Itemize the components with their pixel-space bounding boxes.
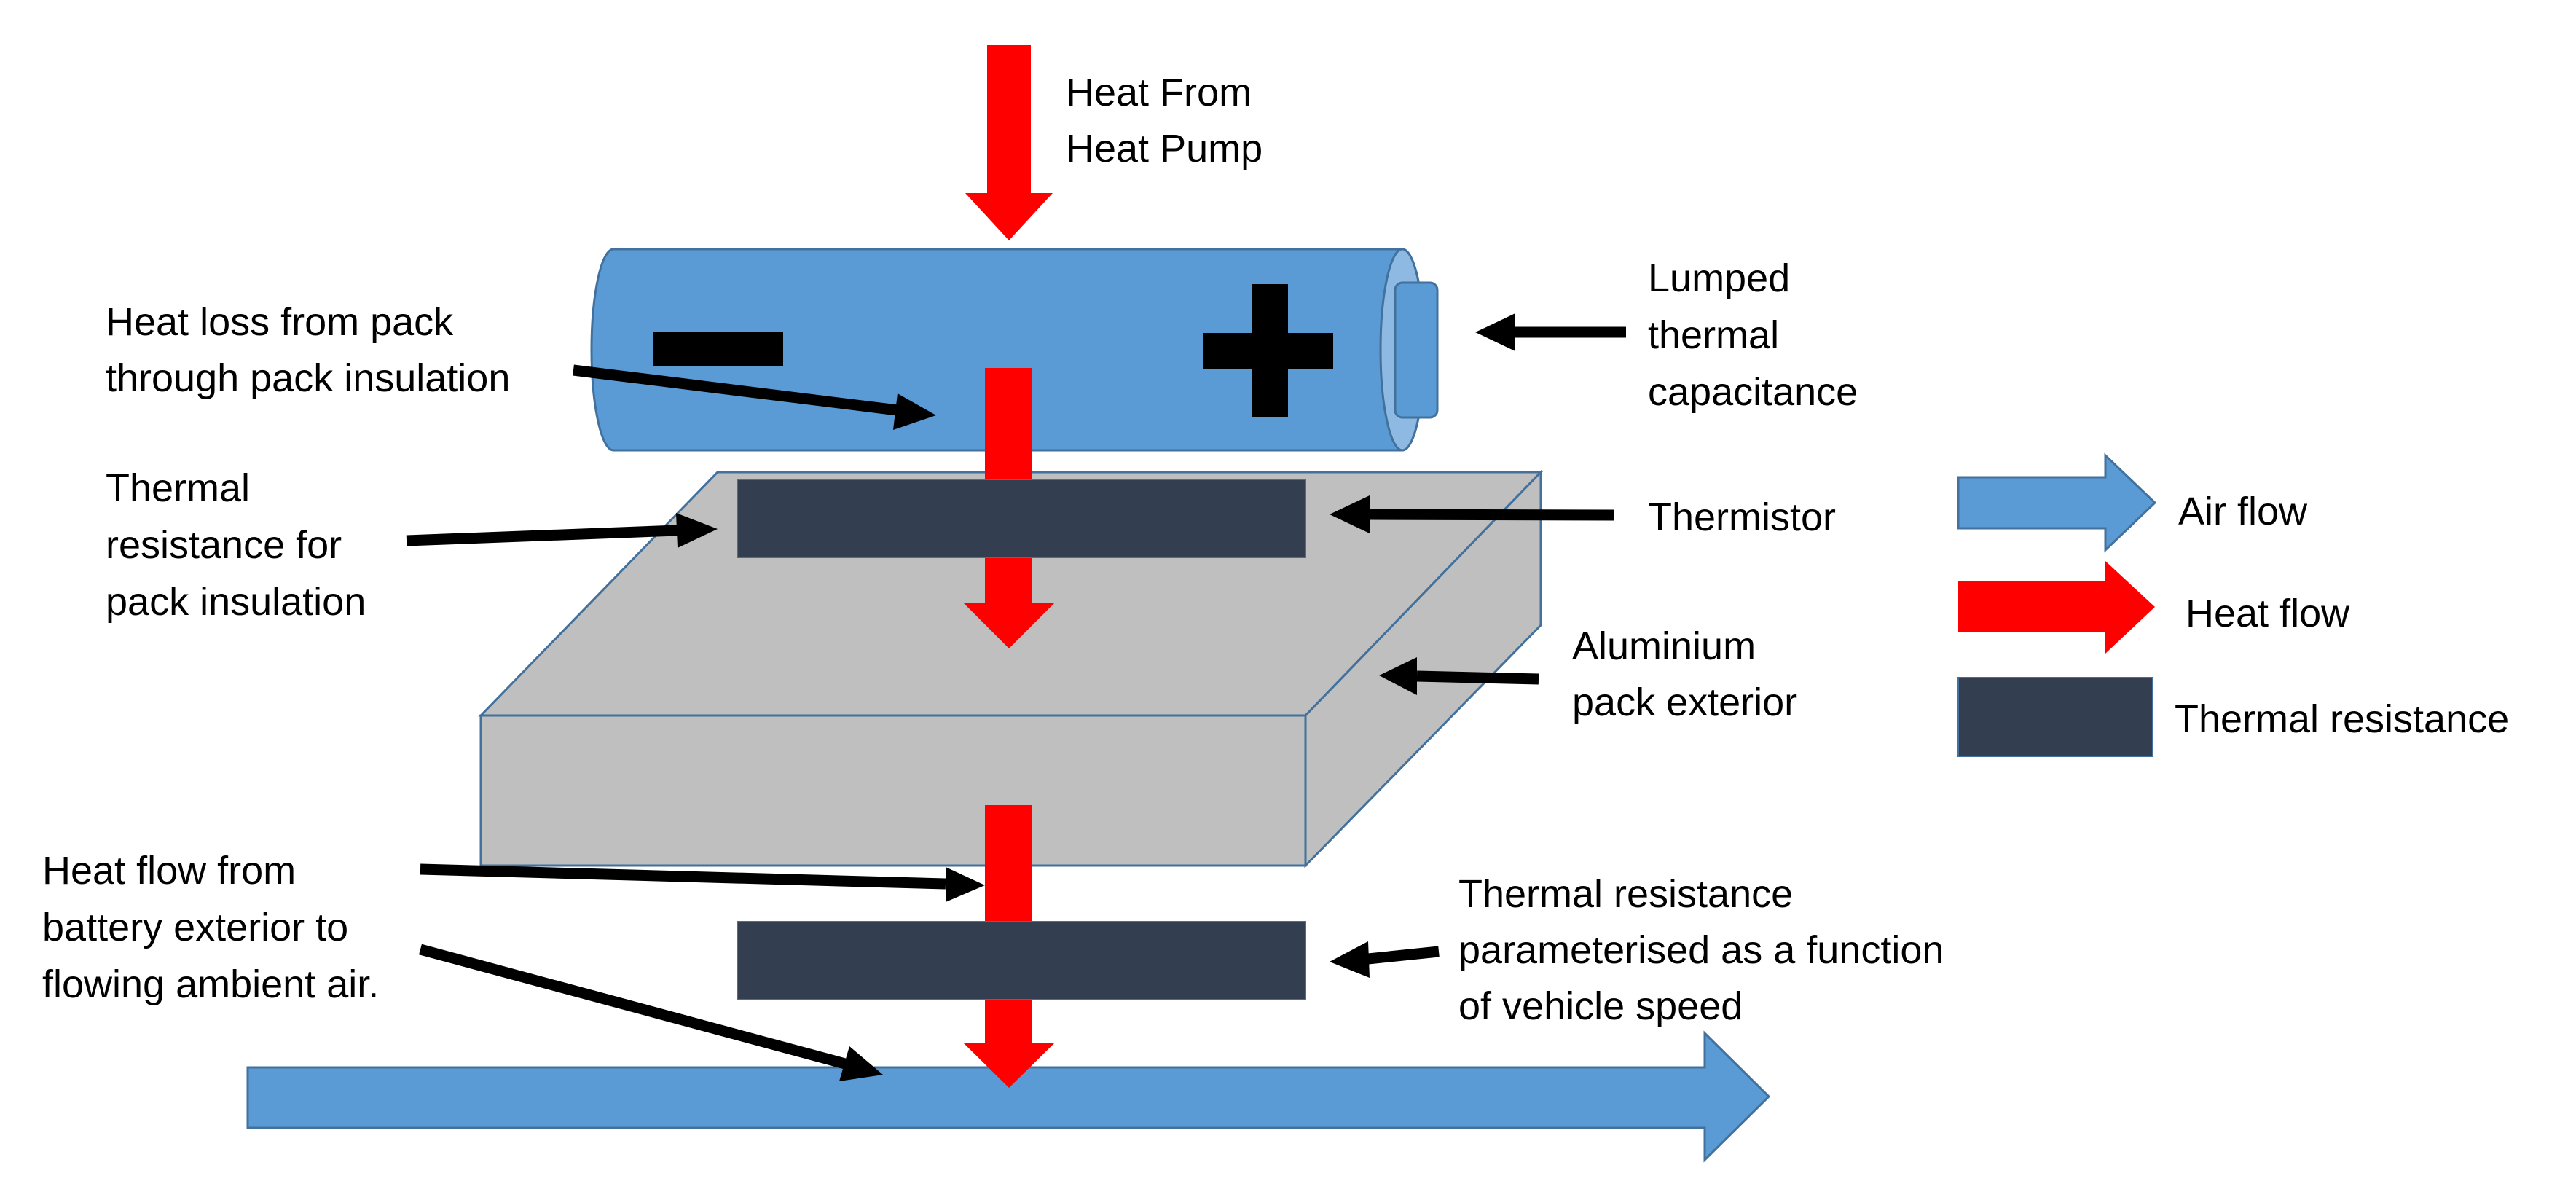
aluminium-label: Aluminium pack exterior [1572,624,1797,724]
legend-thermal-resistance-swatch [1957,677,2153,757]
pointer-arrows [406,313,1626,1081]
pointer-exterior-heat-lower [419,944,847,1070]
speed-resistance-line-1: Thermal resistance [1458,872,1793,916]
pointer-exterior-heat-upper [420,863,946,890]
legend-thermal-resistance-label: Thermal resistance [2175,697,2509,741]
heat-loss-label: Heat loss from pack through pack insulat… [106,300,510,400]
legend-air-flow-arrow [1957,452,2157,553]
pointer-aluminium [1416,670,1539,685]
speed-resistance-label: Thermal resistance parameterised as a fu… [1458,872,1955,1028]
speed-resistance-line-2: parameterised as a function [1458,928,1944,972]
pointer-heat-loss-head [893,393,936,430]
legend-heat-flow-arrow [1958,561,2155,654]
speed-resistance-line-3: of vehicle speed [1458,984,1743,1028]
insulation-resistance-label: Thermal resistance for pack insulation [106,466,366,624]
battery-terminal [1394,281,1439,419]
pointer-thermistor-head [1330,495,1370,533]
legend: Air flow Heat flow Thermal resistance [1957,452,2509,757]
minus-sign-icon [653,332,783,366]
pointer-aluminium-head [1379,657,1417,695]
ambient-air-flow-arrow [246,1030,1771,1163]
exterior-heat-flow-line-3: flowing ambient air. [42,962,379,1006]
pointer-insulation-resistance-head [676,513,718,548]
pointer-speed-resistance [1367,946,1440,965]
heat-pump-heat-arrow [965,45,1053,240]
pointer-exterior-heat-upper-head [946,867,985,902]
capacitance-line-3: capacitance [1648,370,1858,414]
pack-front-face [479,714,1307,867]
aluminium-line-2: pack exterior [1572,681,1797,724]
heat-loss-line-2: through pack insulation [106,356,510,400]
heat-source-label: Heat From Heat Pump [1066,71,1263,170]
pointer-speed-resistance-head [1330,941,1370,978]
legend-heat-flow-label: Heat flow [2186,592,2350,635]
capacitance-line-1: Lumped [1648,256,1790,300]
legend-air-flow-label: Air flow [2178,490,2308,533]
plus-sign-icon [1203,284,1333,417]
heat-loss-line-1: Heat loss from pack [106,300,454,344]
thermistor-resistance-block [737,479,1306,558]
speed-resistance-block [737,921,1306,1000]
pointer-exterior-heat-lower-head [839,1046,883,1081]
insulation-resistance-line-2: resistance for [106,523,342,567]
pointer-insulation-resistance [406,525,678,546]
insulation-resistance-line-1: Thermal [106,466,250,510]
pointer-thermistor [1367,509,1614,521]
pointer-capacitance-head [1475,313,1515,351]
aluminium-line-1: Aluminium [1572,624,1756,668]
heat-source-line-1: Heat From [1066,71,1252,114]
exterior-heat-flow-line-1: Heat flow from [42,849,296,893]
heat-source-line-2: Heat Pump [1066,127,1263,170]
insulation-resistance-line-3: pack insulation [106,580,366,624]
exterior-heat-flow-label: Heat flow from battery exterior to flowi… [42,849,379,1006]
capacitance-line-2: thermal [1648,313,1779,357]
pointer-heat-loss [573,364,898,416]
thermistor-label: Thermistor [1648,495,1836,539]
capacitance-label: Lumped thermal capacitance [1648,256,1858,414]
exterior-heat-flow-line-2: battery exterior to [42,906,348,949]
